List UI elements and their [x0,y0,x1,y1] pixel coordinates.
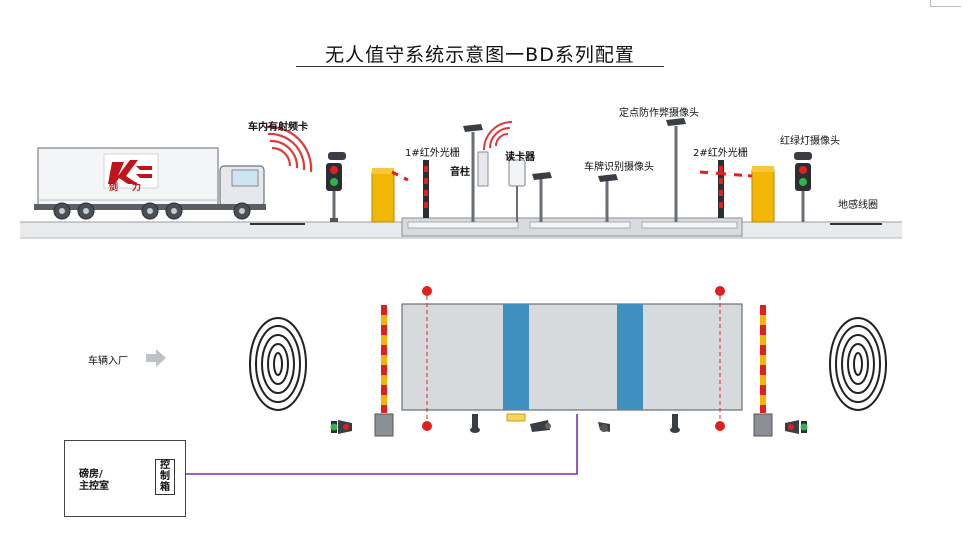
truck-logo-text: 剑力 [109,183,156,193]
ir-beam-1 [422,286,432,431]
label-traffic-light-camera: 红绿灯摄像头 [780,136,840,147]
traffic-light-top-left [330,420,352,434]
control-room-label: 磅房/ 主控室 [79,469,109,493]
label-ir-grating-2: 2#红外光栅 [693,148,748,159]
traffic-light-top-right [785,420,808,434]
ir-grating-1 [423,160,429,218]
label-ground-loop: 地感线圈 [838,200,878,211]
ground-loop-icon-right [829,317,887,411]
control-room-line2: 主控室 [79,481,109,492]
ir-beam-2 [715,286,725,431]
corner-mark [930,0,961,7]
barrier-arm-left-top [374,305,394,437]
control-room-line1: 磅房/ [79,469,103,480]
title-underline [296,66,664,67]
label-speaker-pole: 音柱 [450,167,470,178]
rfid-wave-icon [265,125,313,173]
control-room-box: 磅房/ 主控室 控制箱 [64,440,186,517]
truck-icon [34,147,266,220]
barrier-gate-icon-left [371,168,409,223]
diagram-title: 无人值守系统示意图一BD系列配置 [325,44,635,66]
label-rfid-in-vehicle: 车内有射频卡 [248,122,308,133]
camera-icon-side [532,118,686,222]
label-vehicle-entry: 车辆入厂 [88,356,128,367]
speaker-icon [477,151,489,187]
signal-cable [186,414,578,475]
traffic-light-icon-right [794,152,812,222]
label-fixed-antifraud-camera: 定点防作弊摄像头 [619,108,699,119]
road-side-view [20,217,902,239]
ir-grating-2 [718,160,724,218]
barrier-gate-icon-right [699,166,775,223]
label-card-reader: 读卡器 [505,152,535,163]
barrier-arm-right-top [753,305,773,437]
label-ir-grating-1: 1#红外光栅 [405,148,460,159]
weighbridge-platform [401,303,743,411]
arrow-right-icon [146,349,166,367]
label-plate-camera: 车牌识别摄像头 [584,162,654,173]
card-reader-icon [483,121,526,222]
control-box: 控制箱 [155,459,175,495]
traffic-light-icon-left [326,152,346,222]
camera-icon-top [470,413,680,433]
camera-pole-1 [463,124,483,222]
ground-loop-icon-left [249,317,307,411]
